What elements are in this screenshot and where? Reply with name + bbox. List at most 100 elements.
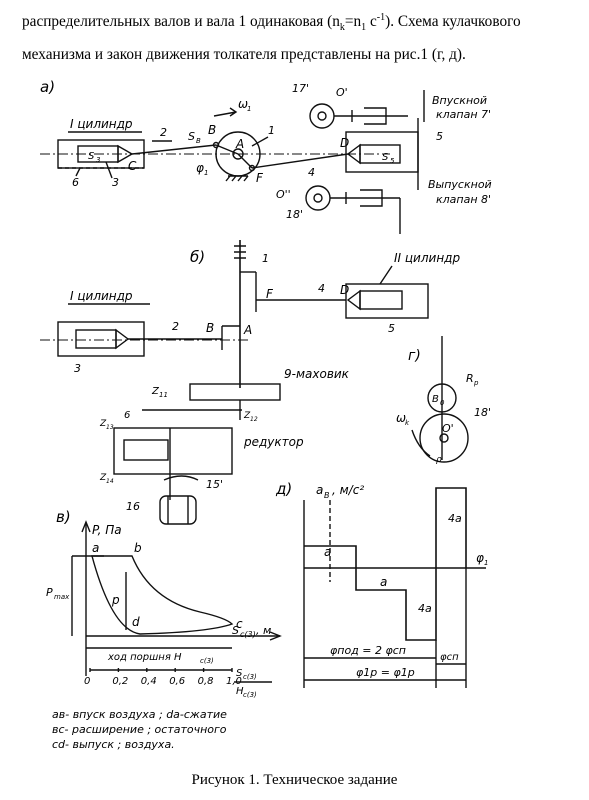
indicator-curve [91, 555, 234, 635]
v-tick-label: 1,0 [226, 676, 242, 687]
a-mid: a [380, 575, 387, 589]
point-d: d [132, 615, 140, 629]
n1-label-a: 1 [268, 124, 275, 137]
intro-line1-part3: c [366, 13, 377, 31]
leader-6 [75, 167, 81, 177]
intro-sup: -1 [376, 12, 386, 23]
n2-label: 2 [160, 126, 167, 139]
scheme-a: а) I цилиндр S 3 C 6 3 2 S B B A 1 ω 1 [40, 78, 492, 234]
cam-15 [163, 475, 199, 481]
v-tick-label: 0,6 [169, 676, 185, 687]
v-x-title: S [232, 624, 239, 637]
piston-3-b [75, 329, 117, 349]
point-b: b [134, 541, 142, 555]
scheme-g: г) B 0 R p O' 18' ω k ρ [396, 336, 491, 465]
p-label: p [111, 593, 120, 607]
phi-pod-label: φпод = 2 φсп [330, 644, 406, 657]
leader-3 [105, 161, 113, 179]
ground-hatch-a [225, 175, 249, 182]
z12-sub: 12 [250, 416, 258, 423]
n16-label: 16 [126, 500, 140, 513]
f-label-a: F [256, 171, 264, 185]
pmax-sub: max [54, 593, 70, 601]
z13-sub: 13 [106, 424, 114, 431]
n17-label: 17' [292, 82, 309, 95]
z14-label: Z [99, 473, 107, 483]
outlet-label2: клапан 8' [436, 193, 491, 206]
z11-sub: 11 [159, 391, 168, 399]
b0-sub: 0 [440, 399, 445, 407]
phi-cp-label: φсп [440, 652, 459, 663]
label-d: д) [275, 480, 292, 498]
label-b: б) [190, 248, 205, 266]
crank-arm-a [215, 144, 239, 155]
intro-sub2: 1 [361, 22, 367, 34]
o2-label: O'' [276, 188, 291, 201]
stroke-label-sub: c(3) [200, 657, 214, 665]
intro-line1-part4: ). Схема кулачкового [385, 13, 521, 31]
n2-label-b: 2 [172, 320, 179, 333]
o-label-g: O' [442, 422, 454, 435]
z14-sub: 14 [106, 478, 114, 485]
n4-label-b: 4 [318, 282, 325, 295]
point-c: c [236, 617, 243, 631]
motor-16 [159, 495, 197, 525]
omega-label-g: ω [396, 411, 406, 425]
scheme-b: б) 1 F 4 D II цилиндр 5 I цилиндр 3 2 B … [40, 240, 460, 525]
intro-line1-part1: распределительных валов и вала 1 одинако… [22, 13, 340, 31]
a-low: 4a [418, 602, 432, 615]
phi1-label-a: φ [196, 161, 204, 175]
v-x-arrow [269, 631, 282, 641]
figure-caption: Рисунок 1. Техническое задание [191, 772, 398, 788]
b-label-a: B [208, 123, 216, 137]
n3-label: 3 [112, 176, 119, 189]
outlet-label: Выпускной [428, 178, 492, 191]
rp-label: R [466, 372, 474, 385]
intro-line1-part2: =n [344, 13, 362, 31]
cyl2-label-b: II цилиндр [394, 251, 460, 265]
omega-arc-g [411, 429, 431, 457]
s5-label: S [382, 152, 389, 163]
s5-sub: 5 [390, 157, 395, 165]
phi1-sub-a: 1 [204, 169, 208, 177]
v-tick-label: 0,8 [198, 676, 214, 687]
o1-label: O' [336, 86, 348, 99]
n1-label-b: 1 [262, 252, 269, 265]
label-a: а) [40, 78, 55, 96]
phi-axis: φ [476, 551, 484, 565]
f-label-b: F [266, 287, 274, 301]
z13-label: Z [99, 419, 107, 429]
shaft-hatch-top [234, 245, 246, 259]
s3-label: S [88, 151, 95, 162]
d-label-a: D [340, 136, 349, 150]
crank-arm-a2 [237, 153, 253, 169]
piston-5-wedge [346, 143, 361, 165]
v-x-title-unit: , м [256, 624, 271, 637]
stroke-label: ход поршня H [107, 652, 182, 663]
cam-18-center [313, 193, 323, 203]
v-tick-label: 0,2 [112, 676, 128, 687]
omega-sub-g: k [405, 419, 410, 427]
phi-axis-sub: 1 [484, 559, 488, 567]
n4-label-a: 4 [308, 166, 315, 179]
intro-line2: механизма и закон движения толкателя пре… [22, 46, 466, 64]
a-label-b: A [243, 323, 252, 337]
omega-arrow [213, 107, 238, 117]
d-label-b: D [340, 283, 349, 297]
d-y-title-rest: , м/с² [332, 483, 364, 497]
omega1-sub: 1 [247, 105, 251, 113]
ratio-den: H [236, 686, 244, 697]
n5-label-a: 5 [436, 130, 443, 143]
legend-3: cd- выпуск ; воздуха. [52, 738, 175, 751]
n6-label-b: 6 [124, 410, 130, 421]
label-g: г) [408, 348, 421, 364]
c-label: C [128, 159, 137, 173]
cyl1-label-b: I цилиндр [70, 289, 133, 303]
sb-sub: B [196, 137, 201, 145]
chart-v: в) P, Па S c(3) , м P max a b c d p ход … [46, 508, 282, 751]
a-label-a: A [235, 137, 244, 151]
cam-18 [305, 185, 331, 211]
cam-center-g [439, 433, 449, 443]
